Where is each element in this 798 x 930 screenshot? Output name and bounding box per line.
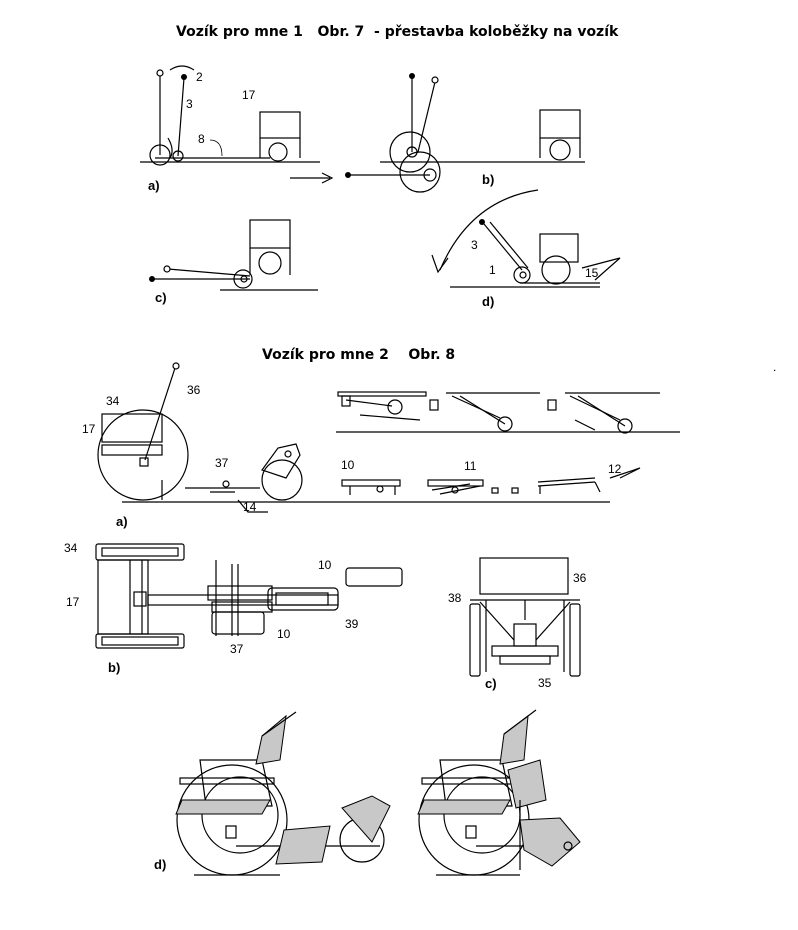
- fig8-sub-a: a): [116, 514, 128, 529]
- fig7-sub-b: b): [482, 172, 495, 187]
- fig8b-top-view-drawing: [95, 543, 403, 649]
- fig7c-cart-drawing: [149, 219, 318, 291]
- label-3: 3: [186, 97, 193, 111]
- fig8d-left-drawing: [175, 711, 391, 876]
- label-34-b: 34: [64, 541, 78, 555]
- label-38: 38: [448, 591, 462, 605]
- label-12: 12: [608, 462, 622, 476]
- label-17-a: 17: [82, 422, 96, 436]
- label-11: 11: [464, 459, 477, 473]
- fig8a-seat-positions-drawing: [341, 467, 641, 495]
- label-2: 2: [196, 70, 203, 84]
- label-35: 35: [538, 676, 552, 690]
- label-14: 14: [243, 500, 257, 514]
- fig7-sub-c: c): [155, 290, 167, 305]
- fig8a-seat-mechanism-drawing: [336, 391, 680, 434]
- label-17: 17: [242, 88, 256, 102]
- fig8-sub-b: b): [108, 660, 121, 675]
- fig7b-scooter-drawing: [345, 73, 585, 193]
- label-3-d: 3: [471, 238, 478, 252]
- label-1: 1: [489, 263, 496, 277]
- label-17-b: 17: [66, 595, 80, 609]
- label-34: 34: [106, 394, 120, 408]
- fig8-sub-d: d): [154, 857, 167, 872]
- fig8c-front-view-drawing: [469, 557, 581, 677]
- fig8a-vehicle-drawing: [97, 362, 610, 513]
- fig8-sub-c: c): [485, 676, 497, 691]
- label-15: 15: [585, 266, 599, 280]
- label-37: 37: [215, 456, 229, 470]
- label-8: 8: [198, 132, 205, 146]
- fig7a-scooter-drawing: [140, 65, 334, 184]
- fig7d-cart-drawing: [431, 189, 621, 288]
- label-10-b: 10: [318, 558, 332, 572]
- figure7-title: Vozík pro mne 1 Obr. 7 - přestavba kolob…: [176, 24, 619, 40]
- figure8-title: Vozík pro mne 2 Obr. 8: [262, 347, 456, 363]
- label-39: 39: [345, 617, 359, 631]
- label-36: 36: [187, 383, 201, 397]
- fig7-sub-a: a): [148, 178, 160, 193]
- fig7-sub-d: d): [482, 294, 495, 309]
- label-10-c: 10: [277, 627, 291, 641]
- label-37-b: 37: [230, 642, 244, 656]
- label-36-c: 36: [573, 571, 587, 585]
- fig8d-right-drawing: [417, 709, 581, 876]
- label-10: 10: [341, 458, 355, 472]
- stray-dot: .: [773, 360, 777, 374]
